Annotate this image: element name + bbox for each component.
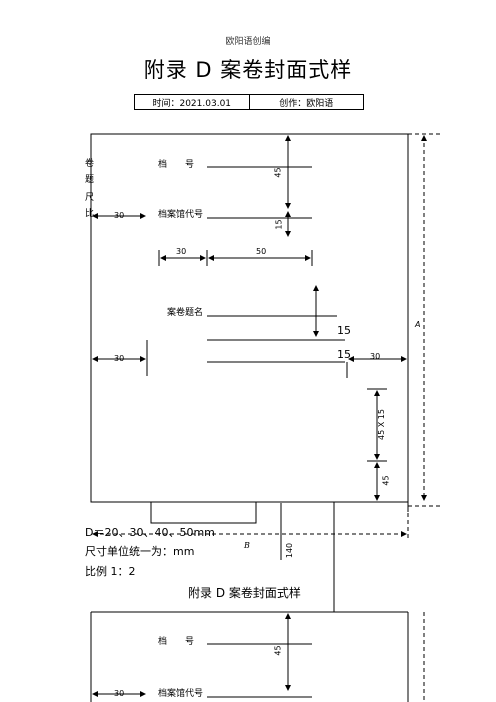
label-archive-no: 档 号	[158, 160, 195, 170]
clipped-text-2: 题	[85, 175, 95, 185]
dim-30-left-lower: 30	[114, 354, 125, 363]
dim-140: 140	[285, 542, 295, 559]
dim-A: A	[415, 320, 421, 329]
meta-table: 时间：2021.03.01 创作：欧阳语	[134, 94, 364, 110]
dim-15-top: 15	[274, 219, 284, 230]
repeat-title: 附录 D 案卷封面式样	[188, 586, 301, 600]
dim-30-mid: 30	[176, 247, 187, 256]
dim-45-top: 45	[273, 167, 283, 178]
meta-author: 创作：欧阳语	[248, 95, 364, 109]
dim-15-b: 15	[337, 348, 351, 361]
top-note: 欧阳语创编	[225, 37, 271, 47]
repeat-label-archive-no: 档 号	[158, 637, 195, 647]
dim-30-left: 30	[114, 211, 125, 220]
label-archive-code: 档案馆代号	[158, 210, 204, 220]
clipped-text-4: 比	[85, 209, 95, 219]
label-case-title: 案卷题名	[167, 308, 204, 318]
clipped-text-3: 尺	[85, 193, 95, 203]
dim-45-bottom: 45	[381, 475, 391, 486]
dim-30-right: 30	[370, 352, 381, 361]
note-d-values: D＝20、30、40、50mm	[85, 526, 215, 539]
repeat-dim-45: 45	[273, 645, 283, 656]
note-scale: 比例 1：2	[85, 565, 136, 578]
dim-45x15: 45 X 15	[376, 409, 386, 440]
dim-15-a: 15	[337, 324, 351, 337]
dim-B: B	[244, 541, 250, 550]
repeat-dim-30: 30	[114, 689, 125, 698]
clipped-text-1: 卷	[85, 159, 95, 169]
repeat-label-archive-code: 档案馆代号	[158, 689, 204, 699]
page-title: 附录 D 案卷封面式样	[143, 58, 353, 82]
meta-time: 时间：2021.03.01	[152, 98, 232, 109]
note-unit: 尺寸单位统一为：mm	[85, 545, 195, 558]
dim-50: 50	[256, 247, 267, 256]
